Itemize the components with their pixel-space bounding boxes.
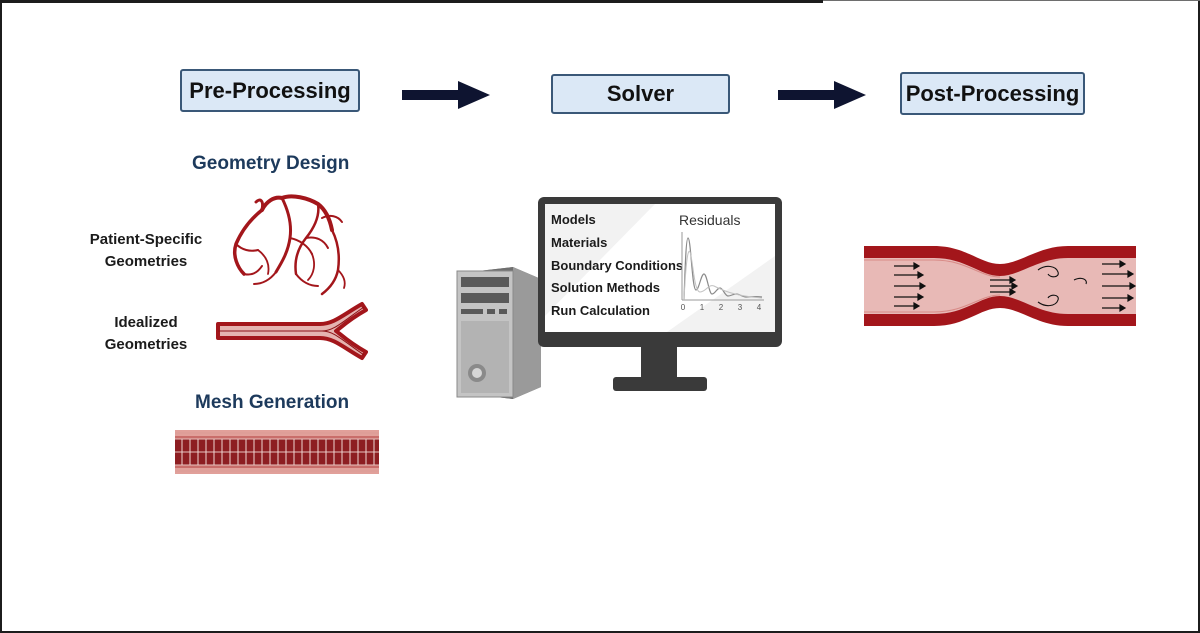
idealized-line1: Idealized	[114, 314, 178, 331]
top-border-thin	[823, 0, 1200, 1]
stenosis-flow-icon	[864, 246, 1137, 326]
arrow-pre-to-solver-icon	[402, 81, 490, 109]
menu-item-run-calculation: Run Calculation	[551, 303, 650, 319]
residuals-tick-1: 1	[700, 303, 705, 312]
solver-box: Solver	[551, 74, 730, 114]
residuals-curve	[683, 237, 763, 301]
monitor-icon	[538, 197, 782, 391]
residuals-tick-3: 3	[738, 303, 743, 312]
residuals-tick-4: 4	[757, 303, 762, 312]
geometry-design-heading: Geometry Design	[192, 153, 350, 174]
menu-item-materials: Materials	[551, 234, 608, 250]
post-processing-box: Post-Processing	[900, 72, 1085, 115]
heart-vessels-icon	[232, 194, 346, 296]
bifurcation-vessel-icon	[216, 302, 368, 360]
patient-specific-line1: Patient-Specific	[89, 231, 203, 248]
solver-label: Solver	[606, 81, 675, 106]
residuals-tick-0: 0	[681, 303, 686, 312]
computer-tower-icon	[456, 267, 541, 399]
pre-processing-box: Pre-Processing	[180, 69, 360, 112]
idealized-line2: Geometries	[104, 336, 188, 353]
menu-item-boundary-conditions: Boundary Conditions	[551, 257, 684, 273]
mesh-vessel-icon	[175, 430, 379, 474]
arrow-solver-to-post-icon	[778, 81, 866, 109]
top-border	[0, 0, 823, 3]
solver-menu: Models Materials Boundary Conditions Sol…	[551, 210, 683, 324]
menu-item-solution-methods: Solution Methods	[551, 280, 661, 296]
residuals-plot: 0 1 2 3 4	[681, 232, 764, 312]
residuals-tick-2: 2	[719, 303, 724, 312]
idealized-label: Idealized Geometries	[90, 312, 202, 356]
post-processing-label: Post-Processing	[905, 80, 1080, 106]
pre-processing-label: Pre-Processing	[189, 77, 351, 103]
menu-item-models: Models	[551, 212, 596, 227]
mesh-generation-heading: Mesh Generation	[195, 392, 350, 413]
patient-specific-label: Patient-Specific Geometries	[80, 229, 212, 273]
residuals-label: Residuals	[679, 212, 741, 228]
patient-specific-line2: Geometries	[104, 253, 188, 270]
residuals-curve-2	[683, 250, 763, 301]
